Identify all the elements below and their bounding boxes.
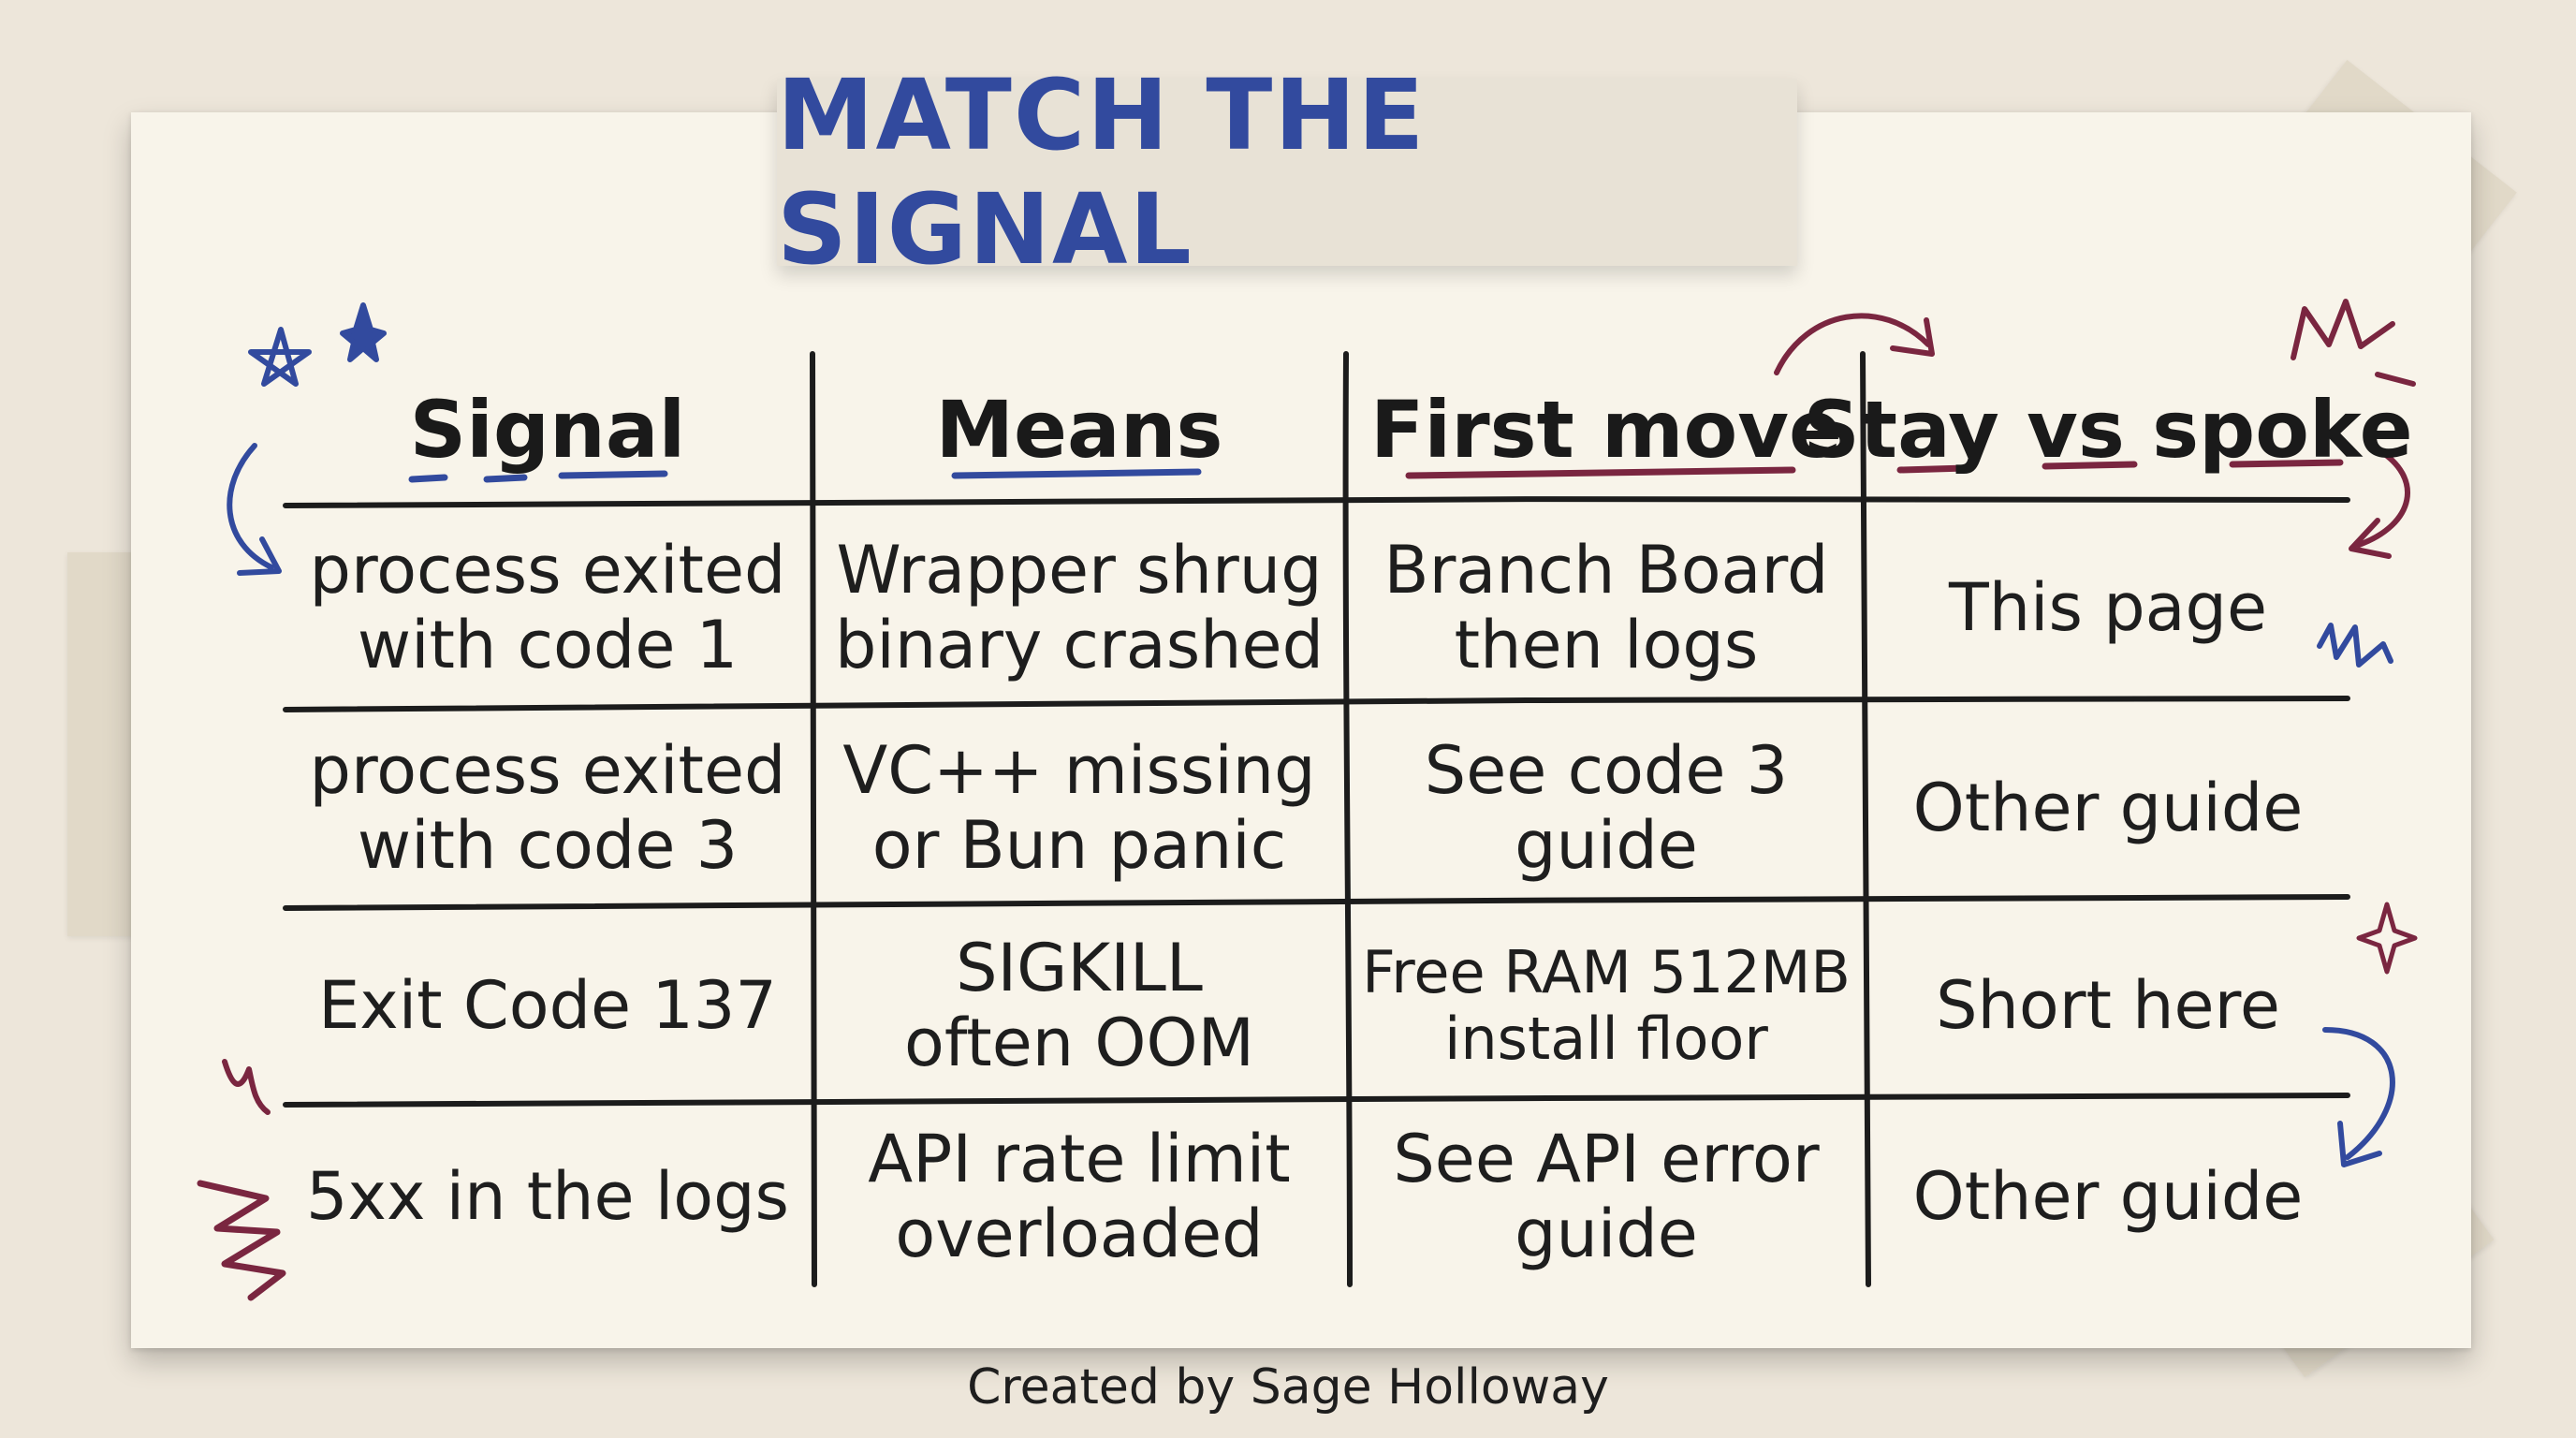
cell-line: Exit Code 137 — [318, 967, 777, 1045]
header-first-move: First move — [1350, 365, 1863, 496]
cell-line: Wrapper shrug — [836, 532, 1323, 609]
table-cell-stay-vs-spoke: This page — [1868, 509, 2348, 708]
cell-line: or Bun panic — [871, 807, 1287, 884]
row-divider — [283, 495, 2350, 508]
table-cell-first-move: Free RAM 512MB install floor — [1350, 910, 1863, 1103]
table-cell-stay-vs-spoke: Short here — [1868, 910, 2348, 1103]
header-stay-vs-spoke: Stay vs spoke — [1803, 365, 2412, 496]
header-means: Means — [816, 365, 1342, 496]
header-underline — [408, 470, 668, 483]
arrow-doodle — [2322, 1027, 2395, 1160]
cell-line: with code 1 — [357, 607, 739, 683]
header-underline — [1896, 459, 2344, 474]
table-cell-signal: 5xx in the logs — [285, 1108, 810, 1286]
arrow-doodle — [2337, 1121, 2382, 1167]
title-strip: MATCH THE SIGNAL — [777, 58, 1797, 286]
cell-line: overloaded — [895, 1196, 1264, 1272]
cell-line: Other guide — [1912, 770, 2304, 847]
cell-line: Free RAM 512MB — [1362, 938, 1851, 1007]
row-divider — [283, 695, 2350, 712]
cell-line: install floor — [1444, 1005, 1768, 1073]
star-doodle — [340, 302, 387, 362]
zigzag-doodle — [2291, 299, 2416, 387]
paper-sheet — [131, 112, 2471, 1348]
page-title: MATCH THE SIGNAL — [777, 58, 1427, 286]
arrow-doodle — [2349, 518, 2392, 559]
cell-line: process exited — [309, 532, 786, 609]
table-cell-signal: process exited with code 3 — [285, 712, 810, 906]
cell-line: then logs — [1454, 607, 1759, 683]
column-divider — [809, 351, 818, 1287]
table-cell-signal: process exited with code 1 — [285, 509, 810, 708]
cell-line: This page — [1948, 569, 2268, 647]
cell-line: process exited — [309, 732, 786, 810]
table-cell-signal: Exit Code 137 — [285, 910, 810, 1103]
sparkle-doodle — [2356, 902, 2418, 975]
header-signal: Signal — [285, 365, 810, 496]
arrow-doodle — [1890, 317, 1935, 357]
cell-line: API rate limit — [868, 1121, 1291, 1198]
cell-line: Other guide — [1912, 1158, 2304, 1236]
table-cell-means: Wrapper shrug binary crashed — [816, 509, 1342, 708]
cell-line: guide — [1515, 1196, 1698, 1272]
credit-line: Created by Sage Holloway — [967, 1359, 1609, 1416]
cell-line: guide — [1515, 807, 1698, 884]
cell-line: often OOM — [904, 1005, 1254, 1081]
header-label: Stay vs spoke — [1803, 384, 2413, 477]
cell-line: See code 3 — [1424, 732, 1789, 810]
table-cell-first-move: Branch Board then logs — [1350, 509, 1863, 708]
arrow-doodle — [227, 443, 274, 570]
cell-line: Branch Board — [1383, 532, 1829, 609]
cell-line: SIGKILL — [956, 930, 1203, 1007]
table-cell-stay-vs-spoke: Other guide — [1868, 1108, 2348, 1286]
column-divider — [1860, 351, 1871, 1287]
squiggle-doodle — [222, 1059, 271, 1115]
cell-line: 5xx in the logs — [305, 1158, 789, 1236]
arrow-doodle — [237, 536, 282, 576]
header-label: Signal — [409, 384, 686, 477]
cell-line: VC++ missing — [842, 732, 1316, 810]
cell-line: Short here — [1936, 967, 2280, 1045]
arrow-doodle — [2356, 447, 2410, 548]
header-underline — [1405, 466, 1796, 479]
header-label: First move — [1370, 384, 1842, 477]
table-cell-means: API rate limit overloaded — [816, 1108, 1342, 1286]
table-cell-means: SIGKILL often OOM — [816, 910, 1342, 1103]
table-cell-stay-vs-spoke: Other guide — [1868, 712, 2348, 906]
row-divider — [283, 894, 2350, 911]
arrow-doodle — [1774, 313, 1931, 375]
column-divider — [1342, 351, 1353, 1287]
cell-line: binary crashed — [834, 607, 1325, 683]
cell-line: with code 3 — [357, 807, 739, 884]
header-underline — [951, 468, 1202, 479]
zigzag-doodle — [197, 1180, 286, 1301]
row-divider — [283, 1093, 2350, 1108]
header-label: Means — [935, 384, 1223, 477]
star-doodle — [248, 327, 312, 387]
table-cell-means: VC++ missing or Bun panic — [816, 712, 1342, 906]
squiggle-doodle — [2317, 623, 2393, 668]
table-cell-first-move: See API error guide — [1350, 1108, 1863, 1286]
cell-line: See API error — [1393, 1121, 1820, 1198]
table-cell-first-move: See code 3 guide — [1350, 712, 1863, 906]
